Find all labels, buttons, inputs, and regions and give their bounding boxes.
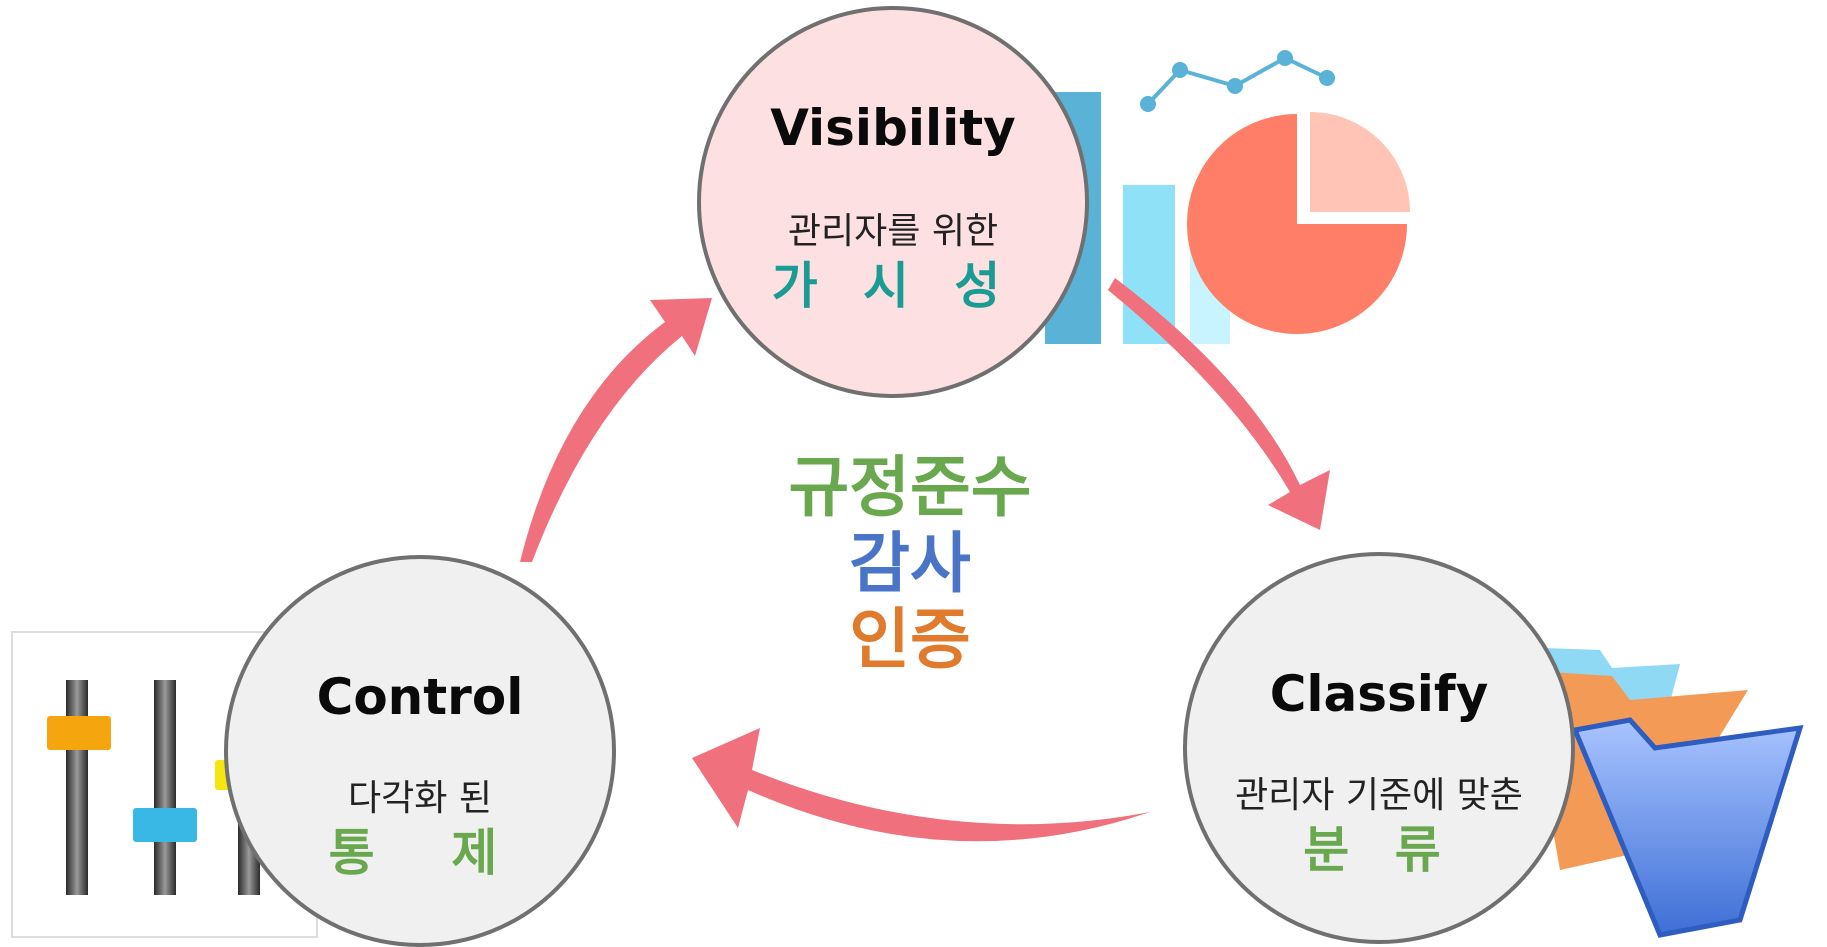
center-compliance: 규정준수 bbox=[788, 449, 1032, 526]
visibility-node: Visibility 관리자를 위한 가 시 성 bbox=[697, 6, 1089, 398]
center-certification: 인증 bbox=[849, 601, 971, 678]
control-subtitle: 다각화 된 bbox=[348, 778, 492, 819]
classify-subtitle: 관리자 기준에 맞춘 bbox=[1235, 775, 1523, 816]
visibility-subtitle: 관리자를 위한 bbox=[787, 211, 999, 252]
cycle-arrows bbox=[520, 278, 1330, 842]
classify-node: Classify 관리자 기준에 맞춘 분 류 bbox=[1183, 552, 1575, 944]
classify-keyword: 분 류 bbox=[1303, 821, 1455, 879]
control-keyword: 통 제 bbox=[328, 824, 512, 882]
center-labels: 규정준수 감사 인증 bbox=[740, 450, 1080, 678]
visibility-title: Visibility bbox=[770, 99, 1016, 157]
folders-icon bbox=[1530, 648, 1804, 938]
visibility-keyword: 가 시 성 bbox=[771, 257, 1015, 315]
control-node: Control 다각화 된 통 제 bbox=[224, 555, 616, 947]
center-audit: 감사 bbox=[849, 525, 971, 602]
charts-icon bbox=[1045, 50, 1410, 344]
classify-title: Classify bbox=[1269, 665, 1489, 723]
control-title: Control bbox=[316, 668, 524, 726]
